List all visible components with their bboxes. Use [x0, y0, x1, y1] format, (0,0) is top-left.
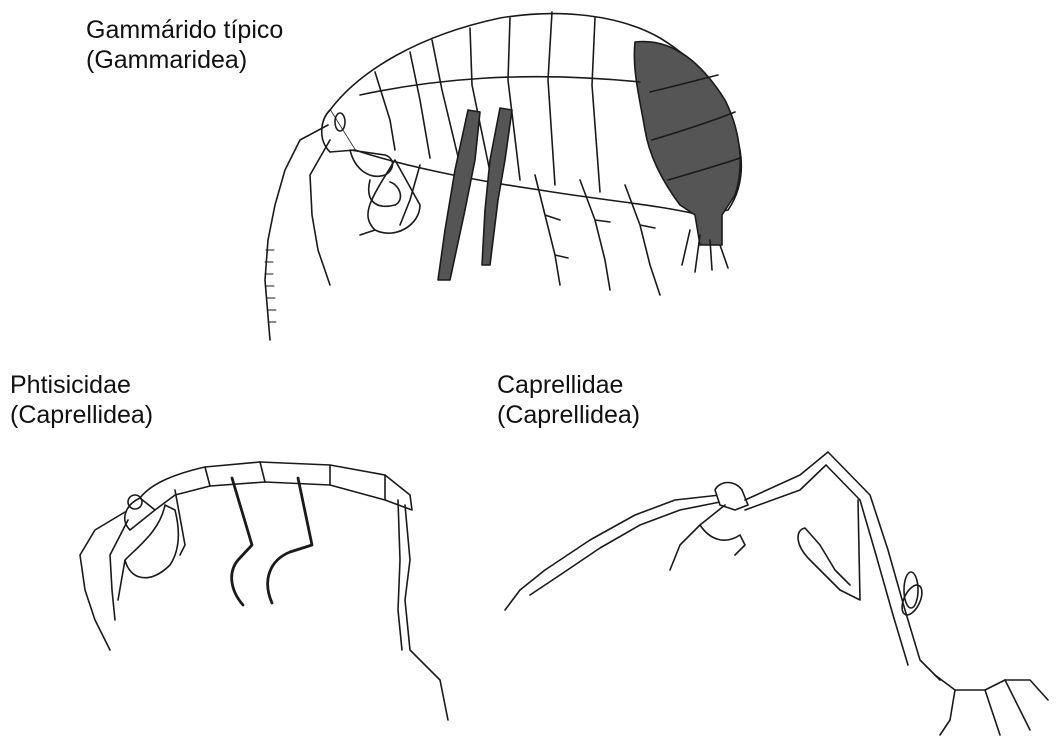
caprellid-body: [745, 452, 940, 680]
phtisicid-leg: [405, 505, 448, 720]
caprellid-leg: [935, 675, 1048, 700]
caprellidae-illustration: [505, 452, 1048, 735]
gammaridea-illustration: [265, 12, 741, 340]
caprellid-gnathopod: [670, 505, 745, 570]
phtisicid-antenna: [80, 512, 125, 650]
phtisicidae-illustration: [80, 462, 448, 720]
caprellid-antenna: [530, 502, 720, 595]
phtisicid-antenna: [110, 520, 128, 620]
phtisicid-leg-dark: [232, 478, 252, 605]
phtisicid-gnathopod: [175, 490, 185, 555]
phtisicid-gnathopod: [118, 505, 178, 600]
phtisicid-leg-dark: [268, 478, 312, 603]
caprellid-antenna: [505, 495, 720, 610]
caprellid-body: [745, 465, 908, 665]
caprellid-head: [715, 483, 748, 511]
gammarid-antenna-1: [265, 125, 328, 340]
phtisicid-eye: [128, 495, 142, 509]
phtisicid-leg: [398, 500, 402, 650]
caprellid-gill: [904, 572, 918, 608]
phtisicid-body: [140, 462, 412, 510]
gammarid-urosome-shaded: [634, 42, 740, 245]
caprellid-gnathopod: [798, 500, 860, 600]
gammarid-antenna-2: [310, 140, 330, 285]
